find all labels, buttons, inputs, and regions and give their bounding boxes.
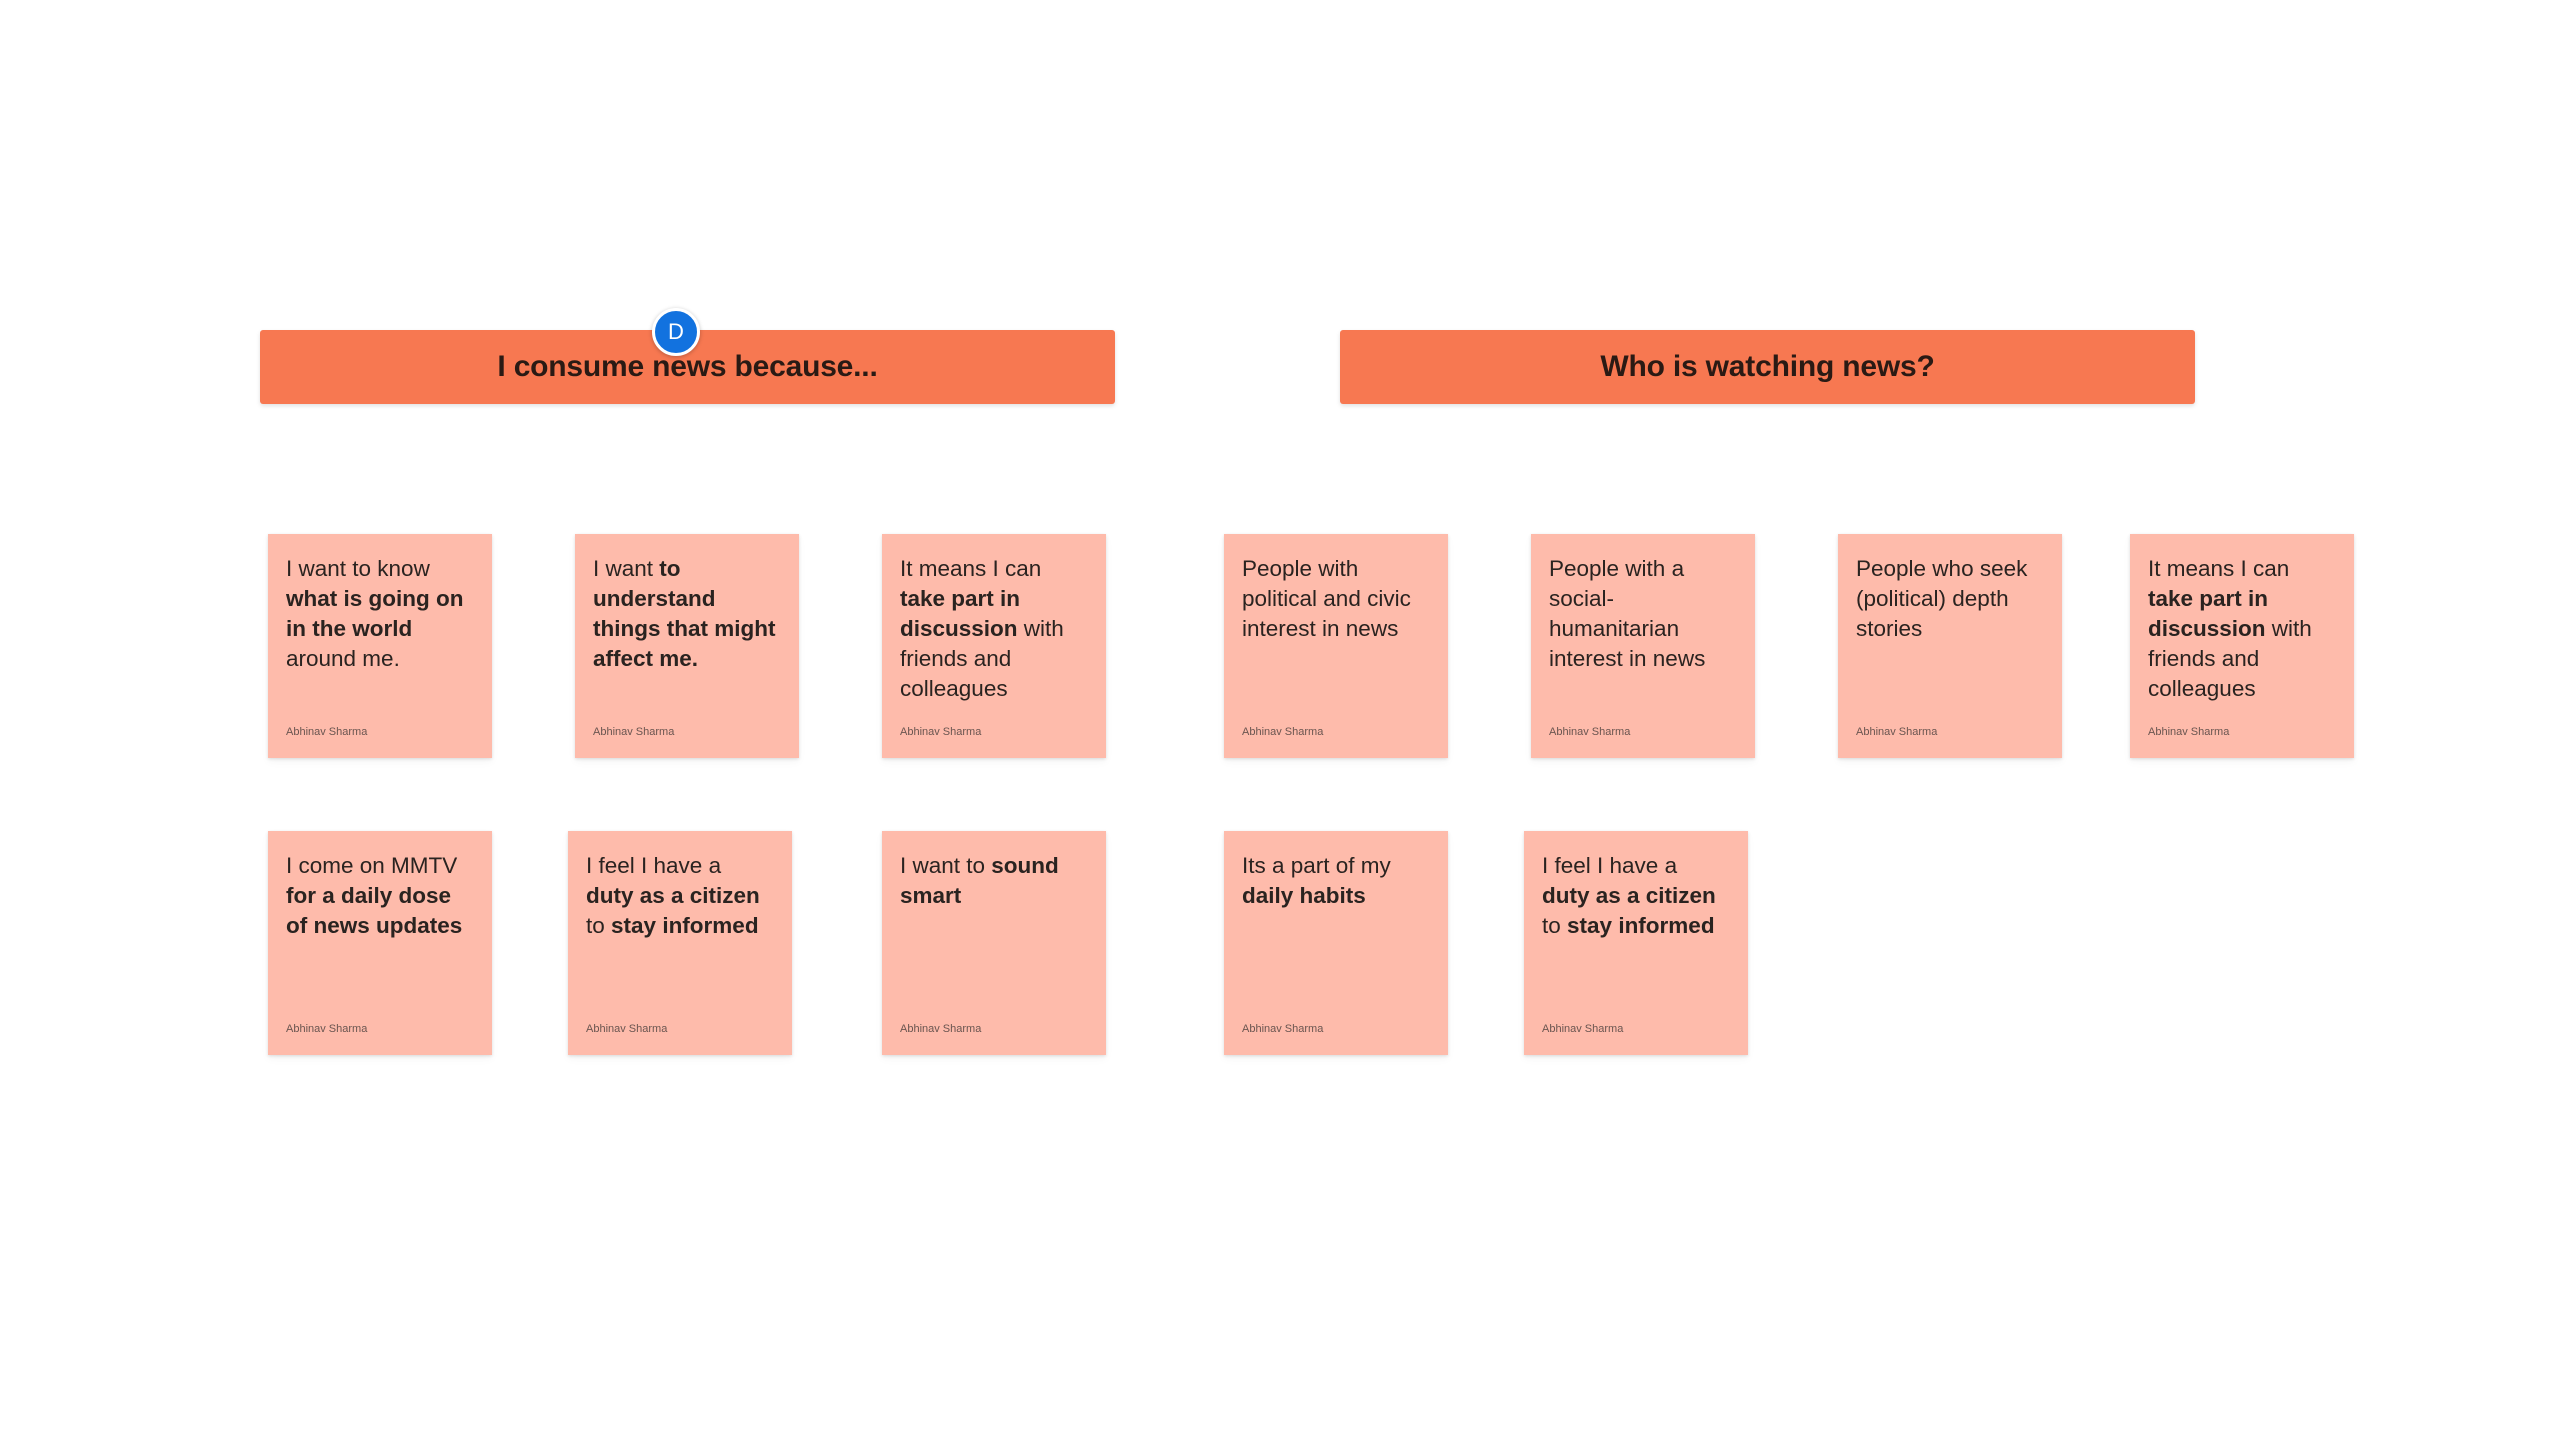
sticky-note-author: Abhinav Sharma bbox=[900, 1023, 982, 1035]
sticky-note-text-run: with friends and colleagues bbox=[900, 616, 1064, 701]
sticky-note-text: People who seek (political) depth storie… bbox=[1856, 554, 2044, 644]
sticky-note-text-bold: what is going on in the world bbox=[286, 586, 464, 641]
sticky-note-author: Abhinav Sharma bbox=[1542, 1023, 1624, 1035]
sticky-note-text: People with political and civic interest… bbox=[1242, 554, 1430, 644]
sticky-note-text-bold: stay informed bbox=[611, 913, 759, 938]
sticky-note-text: People with a social-humanitarian intere… bbox=[1549, 554, 1737, 674]
sticky-note[interactable]: I feel I have a duty as a citizen to sta… bbox=[1524, 831, 1748, 1055]
collaborator-avatar[interactable]: D bbox=[652, 308, 700, 356]
sticky-note-text: I feel I have a duty as a citizen to sta… bbox=[586, 851, 774, 941]
sticky-note[interactable]: People who seek (political) depth storie… bbox=[1838, 534, 2062, 758]
sticky-note[interactable]: I want to understand things that might a… bbox=[575, 534, 799, 758]
sticky-note-text-run: I want to know bbox=[286, 556, 430, 581]
sticky-note[interactable]: I come on MMTV for a daily dose of news … bbox=[268, 831, 492, 1055]
sticky-note-author: Abhinav Sharma bbox=[286, 1023, 368, 1035]
sticky-note[interactable]: It means I can take part in discussion w… bbox=[2130, 534, 2354, 758]
sticky-note-text: It means I can take part in discussion w… bbox=[2148, 554, 2336, 704]
sticky-note-text: Its a part of my daily habits bbox=[1242, 851, 1430, 911]
sticky-note-author: Abhinav Sharma bbox=[586, 1023, 668, 1035]
collaborator-initial: D bbox=[668, 319, 684, 344]
sticky-note-text-run: It means I can bbox=[2148, 556, 2290, 581]
sticky-note[interactable]: I want to sound smart Abhinav Sharma bbox=[882, 831, 1106, 1055]
section-header-who-watching[interactable]: Who is watching news? bbox=[1340, 330, 2195, 404]
sticky-note[interactable]: I want to know what is going on in the w… bbox=[268, 534, 492, 758]
sticky-note-author: Abhinav Sharma bbox=[1242, 1023, 1324, 1035]
sticky-note-author: Abhinav Sharma bbox=[2148, 726, 2230, 738]
sticky-note-text-run: People with political and civic interest… bbox=[1242, 556, 1411, 641]
sticky-note-author: Abhinav Sharma bbox=[1242, 726, 1324, 738]
sticky-note-text-run: I feel I have a bbox=[1542, 853, 1678, 878]
sticky-note-text-run: I want to bbox=[900, 853, 992, 878]
sticky-note-text: I want to sound smart bbox=[900, 851, 1088, 911]
sticky-note-text-run: with friends and colleagues bbox=[2148, 616, 2312, 701]
sticky-note[interactable]: People with political and civic interest… bbox=[1224, 534, 1448, 758]
sticky-note-text: I want to understand things that might a… bbox=[593, 554, 781, 674]
sticky-note-text: I feel I have a duty as a citizen to sta… bbox=[1542, 851, 1730, 941]
sticky-note-text-run: around me. bbox=[286, 646, 400, 671]
sticky-note-text-run: People who seek (political) depth storie… bbox=[1856, 556, 2028, 641]
sticky-note-text-run: to bbox=[1542, 913, 1568, 938]
sticky-note-text-run: to bbox=[586, 913, 612, 938]
section-header-label: Who is watching news? bbox=[1600, 350, 1935, 383]
sticky-note-author: Abhinav Sharma bbox=[900, 726, 982, 738]
sticky-note-text-run: I come on MMTV bbox=[286, 853, 458, 878]
sticky-note-text: I want to know what is going on in the w… bbox=[286, 554, 474, 674]
sticky-note-text-run: It means I can bbox=[900, 556, 1042, 581]
sticky-note-text-run: People with a social-humanitarian intere… bbox=[1549, 556, 1706, 671]
sticky-note-text-bold: to understand things that might affect m… bbox=[593, 556, 776, 671]
sticky-note-text-run: I want bbox=[593, 556, 660, 581]
sticky-note-text-bold: sound smart bbox=[900, 853, 1059, 908]
sticky-note-text-bold: for a daily dose of news updates bbox=[286, 883, 463, 938]
sticky-note-text-run: Its a part of my bbox=[1242, 853, 1391, 878]
sticky-note[interactable]: It means I can take part in discussion w… bbox=[882, 534, 1106, 758]
sticky-note-author: Abhinav Sharma bbox=[286, 726, 368, 738]
sticky-note-text-bold: duty as a citizen bbox=[586, 883, 760, 908]
sticky-note-text-bold: stay informed bbox=[1567, 913, 1715, 938]
sticky-note-text: It means I can take part in discussion w… bbox=[900, 554, 1088, 704]
sticky-note-text-bold: take part in discussion bbox=[900, 586, 1021, 641]
sticky-note-text-bold: duty as a citizen bbox=[1542, 883, 1716, 908]
sticky-note-text-bold: daily habits bbox=[1242, 883, 1366, 908]
sticky-note-text-bold: take part in discussion bbox=[2148, 586, 2269, 641]
sticky-note-author: Abhinav Sharma bbox=[1549, 726, 1631, 738]
sticky-note[interactable]: I feel I have a duty as a citizen to sta… bbox=[568, 831, 792, 1055]
section-header-label: I consume news because... bbox=[497, 350, 878, 383]
sticky-note[interactable]: Its a part of my daily habits Abhinav Sh… bbox=[1224, 831, 1448, 1055]
sticky-note-text-run: I feel I have a bbox=[586, 853, 722, 878]
sticky-note-author: Abhinav Sharma bbox=[593, 726, 675, 738]
sticky-note-text: I come on MMTV for a daily dose of news … bbox=[286, 851, 474, 941]
sticky-note-author: Abhinav Sharma bbox=[1856, 726, 1938, 738]
sticky-note[interactable]: People with a social-humanitarian intere… bbox=[1531, 534, 1755, 758]
